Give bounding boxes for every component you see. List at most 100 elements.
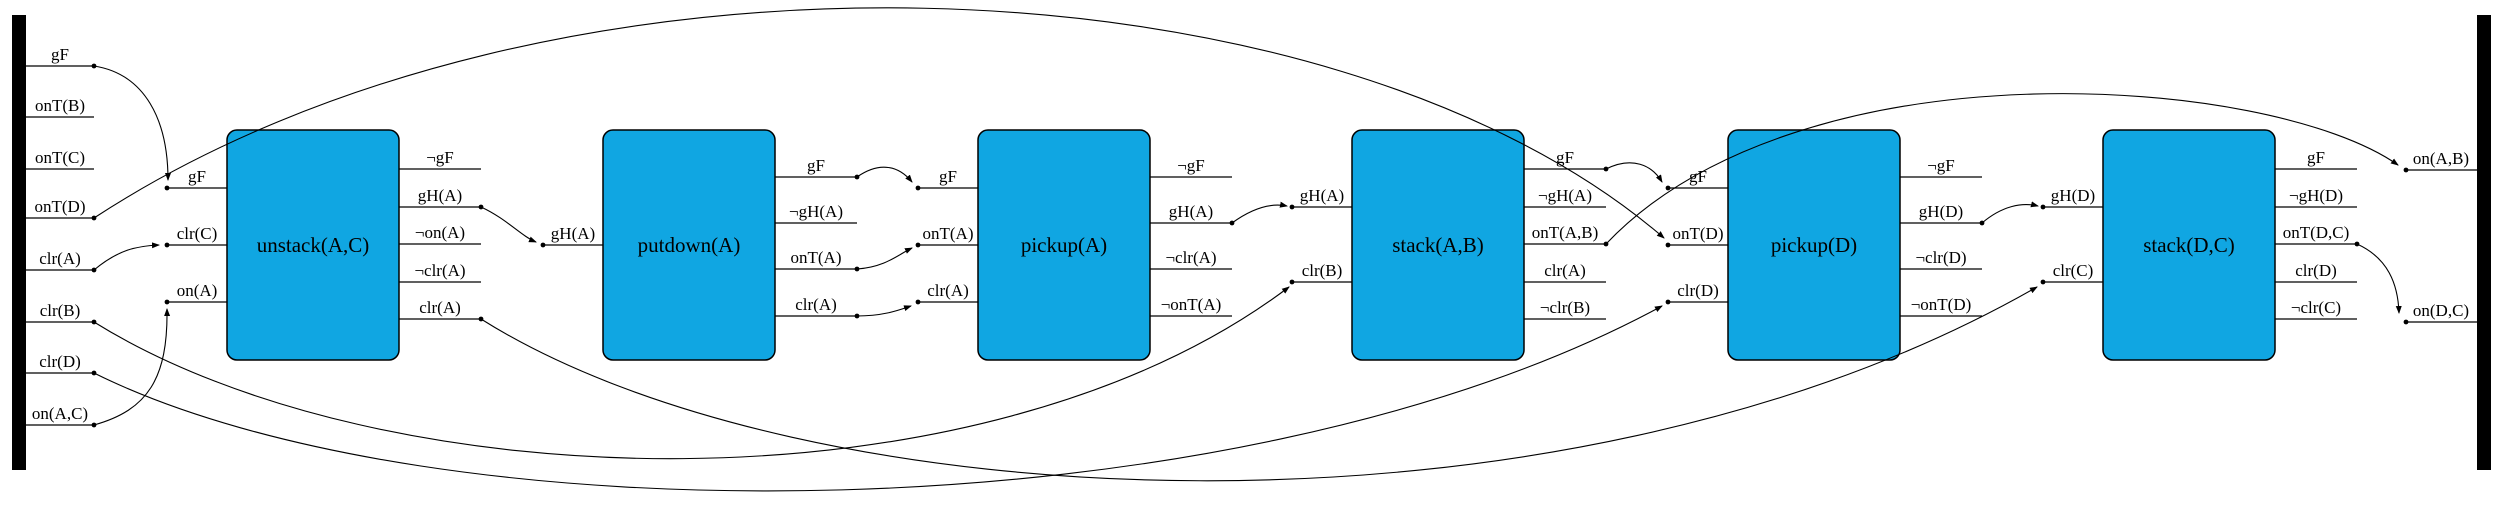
port-label: ¬gH(A) [789,202,843,221]
port-label: gH(D) [2051,186,2095,205]
port-label: clr(B) [1302,261,1343,280]
port-label: onT(A,B) [1532,223,1599,242]
port-label: gF [939,167,957,186]
initial-port: onT(D) [26,197,97,221]
port-label: clr(A) [39,249,81,268]
output-port: gF [2275,148,2357,170]
port-label: ¬gF [1927,156,1955,175]
port-dot [2403,167,2409,173]
action-title: stack(D,C) [2143,233,2235,257]
edge-arrow [1605,162,1663,183]
output-port: ¬gF [1150,156,1232,178]
initial-state-bar [12,15,26,470]
edges [93,7,2402,492]
port-label: gH(A) [418,186,462,205]
output-port: ¬gF [399,148,481,170]
output-port: gH(A) [399,186,484,210]
port-label: onT(C) [35,148,85,167]
edge-arrow [1231,201,1288,224]
action-title: pickup(D) [1771,233,1857,257]
output-port: ¬onT(D) [1900,295,1982,317]
initial-port: on(A,C) [26,404,97,428]
output-port: gH(D) [1900,202,1985,226]
port-label: ¬clr(A) [1165,248,1216,267]
input-port: clr(C) [2040,261,2103,285]
goal-state-bar [2477,15,2491,470]
edge-arrow [93,242,160,271]
output-port: gH(A) [1150,202,1235,226]
port-label: gF [807,156,825,175]
input-port: gH(A) [540,224,603,248]
action-title: putdown(A) [638,233,741,257]
port-label: clr(D) [2295,261,2337,280]
port-label: clr(A) [927,281,969,300]
action-box-body [1351,129,1525,361]
edge-arrow [480,206,537,243]
port-label: onT(D) [35,197,86,216]
input-port: on(A) [164,281,227,305]
initial-port: gF [26,45,97,69]
port-label: gF [2307,148,2325,167]
output-port: onT(A,B) [1524,223,1609,247]
edge-arrow [93,308,171,426]
output-port: clr(A) [775,295,860,319]
input-port: gF [915,167,978,191]
action-box-pickup-a: pickup(A) gF onT(A) clr(A) ¬gF gH(A) ¬cl… [915,129,1235,361]
output-port: onT(D,C) [2275,223,2360,247]
output-port: ¬gF [1900,156,1982,178]
port-label: on(A,C) [32,404,88,423]
action-title: unstack(A,C) [257,233,370,257]
port-label: ¬gF [1177,156,1205,175]
port-label: clr(C) [177,224,218,243]
port-label: ¬on(A) [415,223,465,242]
action-box-pickup-d: pickup(D) gF onT(D) clr(D) ¬gF gH(D) ¬cl… [1665,129,1985,361]
initial-port: clr(A) [26,249,97,273]
port-label: clr(A) [1544,261,1586,280]
output-port: ¬clr(A) [1150,248,1232,270]
port-label: on(A) [177,281,218,300]
input-port: gH(A) [1289,186,1352,210]
edge-arrow [93,305,1663,492]
edge-arrow [1605,93,2399,245]
port-label: on(D,C) [2413,301,2469,320]
input-port: gH(D) [2040,186,2103,210]
edge-arrow [93,286,1290,460]
output-port: ¬gH(A) [1524,186,1606,208]
output-port: ¬onT(A) [1150,295,1232,317]
output-port: ¬clr(A) [399,261,481,283]
port-label: gF [1556,148,1574,167]
input-port: gF [1665,167,1728,191]
port-label: ¬gH(A) [1538,186,1592,205]
output-port: ¬gH(A) [775,202,857,224]
output-port: clr(A) [399,298,484,322]
action-box-stack-d-c: stack(D,C) gH(D) clr(C) gF ¬gH(D) onT(D,… [2040,129,2360,361]
action-title: stack(A,B) [1392,233,1484,257]
port-label: ¬onT(A) [1161,295,1222,314]
edge-arrow [856,166,913,183]
port-label: on(A,B) [2413,149,2469,168]
initial-port: clr(D) [26,352,97,376]
port-label: gF [188,167,206,186]
input-port: gF [164,167,227,191]
port-label: onT(A) [791,248,842,267]
port-label: gF [1689,167,1707,186]
port-label: onT(B) [35,96,85,115]
action-title: pickup(A) [1021,233,1107,257]
edge-arrow [480,286,2038,482]
port-label: ¬gF [426,148,454,167]
output-port: gF [775,156,860,180]
edge-arrow [93,65,171,181]
port-label: ¬clr(A) [414,261,465,280]
port-label: gH(A) [1300,186,1344,205]
port-label: gF [51,45,69,64]
port-label: clr(C) [2053,261,2094,280]
port-dot [2403,319,2409,325]
output-port: ¬gH(D) [2275,186,2357,208]
port-label: clr(B) [40,301,81,320]
edge-arrow [2356,243,2402,314]
port-label: ¬clr(C) [2291,298,2341,317]
input-port: clr(D) [1665,281,1728,305]
input-port: clr(A) [915,281,978,305]
output-port: ¬clr(C) [2275,298,2357,320]
